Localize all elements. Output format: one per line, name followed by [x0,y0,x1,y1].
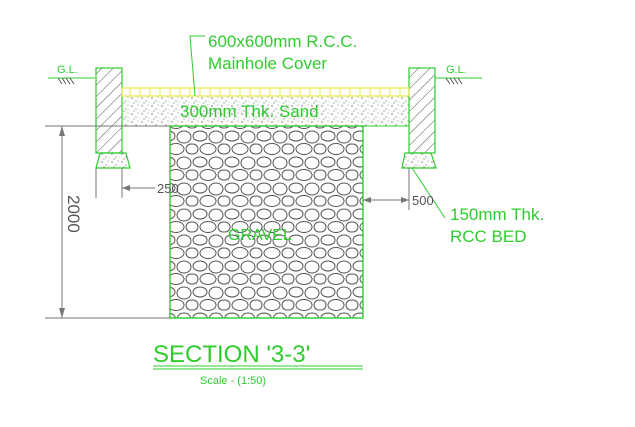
right-footing [401,152,437,169]
cover-label-line2: Mainhole Cover [208,54,327,73]
gl-left-label: G.L. [57,64,78,76]
left-offset-dimension [95,168,155,198]
bed-label-line1: 150mm Thk. [450,205,544,224]
right-offset-dimension [363,168,410,210]
right-offset-label: 500 [412,193,434,208]
left-footing [95,152,131,169]
depth-dimension [45,125,170,319]
sand-layer [121,95,410,127]
left-offset-label: 250 [157,181,179,196]
depth-dim-label: 2000 [64,195,83,233]
bed-label-line2: RCC BED [450,227,527,246]
gravel-label: GRAVEL [228,227,292,244]
section-title: SECTION '3-3' [153,341,310,368]
ground-level-right [435,77,482,85]
cover-leader [189,35,205,97]
gravel-pit [169,125,364,319]
manhole-cover [121,87,410,97]
ground-level-left [48,77,95,85]
cover-label-line1: 600x600mm R.C.C. [208,32,357,51]
left-wall [95,67,123,154]
right-wall [408,67,436,154]
gl-right-label: G.L. [446,64,467,76]
sand-label: 300mm Thk. Sand [180,102,319,121]
scale-label: Scale - (1:50) [200,375,266,387]
bed-leader [411,167,446,219]
